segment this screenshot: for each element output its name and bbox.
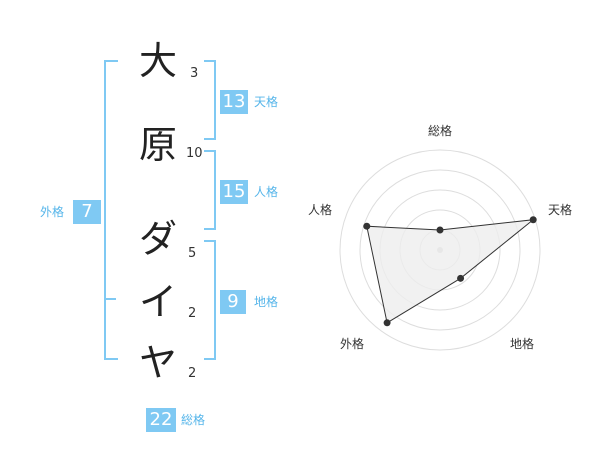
chikaku-value: 9 — [220, 290, 246, 314]
radar-label-tenkaku: 天格 — [548, 203, 573, 217]
stroke-count-1: 3 — [190, 66, 199, 81]
soukaku-label: 総格 — [181, 413, 206, 427]
name-char-5: ヤ — [138, 341, 177, 385]
radar-point-1 — [529, 216, 537, 224]
gaikaku-label: 外格 — [40, 205, 65, 219]
radar-point-4 — [363, 222, 371, 230]
gaikaku-bracket-tick — [104, 298, 116, 300]
name-char-1: 大 — [138, 39, 177, 83]
name-char-2: 原 — [138, 123, 177, 167]
tenkaku-bracket — [204, 60, 216, 140]
radar-point-3 — [383, 319, 391, 327]
radar-polygon-group — [366, 219, 535, 324]
radar-point-0 — [436, 226, 444, 234]
gaikaku-bracket — [104, 60, 118, 360]
radar-label-jinkaku: 人格 — [308, 203, 333, 217]
chikaku-label: 地格 — [254, 295, 279, 309]
radar-label-gaikaku: 外格 — [340, 337, 365, 351]
stroke-count-4: 2 — [188, 306, 197, 321]
chikaku-bracket — [204, 240, 216, 360]
tenkaku-label: 天格 — [254, 95, 279, 109]
radar-polygon — [366, 219, 535, 324]
name-char-4: イ — [138, 280, 177, 324]
jinkaku-label: 人格 — [254, 185, 279, 199]
name-char-3: ダ — [138, 217, 177, 261]
radar-points — [363, 216, 537, 327]
gaikaku-value: 7 — [73, 200, 101, 224]
radar-ring-4 — [359, 169, 521, 331]
tenkaku-value: 13 — [220, 90, 248, 114]
radar-label-soukaku: 総格 — [428, 124, 453, 138]
jinkaku-value: 15 — [220, 180, 248, 204]
radar-label-chikaku: 地格 — [510, 337, 535, 351]
stroke-count-5: 2 — [188, 366, 197, 381]
stroke-count-3: 5 — [188, 246, 197, 261]
radar-point-2 — [457, 274, 465, 282]
soukaku-value: 22 — [146, 408, 176, 432]
jinkaku-bracket — [204, 150, 216, 230]
stroke-count-2: 10 — [186, 146, 203, 161]
radar-ring-5 — [339, 149, 541, 351]
